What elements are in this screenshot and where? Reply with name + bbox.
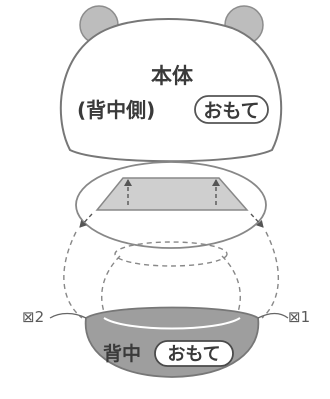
- head-label-line2-badge: おもて: [203, 100, 259, 122]
- head-label-line2-prefix: (背中側): [77, 98, 155, 122]
- arrow-left-down: [79, 213, 93, 228]
- marker-left-line: [49, 312, 87, 319]
- back-label-badge: おもて: [167, 344, 220, 365]
- dashed-seam-top: [114, 241, 228, 267]
- arrow-right-down: [250, 213, 264, 228]
- head-label-badge-outline: [194, 95, 269, 124]
- collar-trapezoid: [95, 177, 249, 211]
- dashed-seam-left-outer: [63, 231, 83, 319]
- back-label-prefix: 背中: [103, 342, 141, 365]
- dashed-seam-left-inner: [101, 255, 121, 313]
- back-label-badge-outline: [154, 340, 234, 367]
- marker-left: ⊠2: [22, 308, 44, 326]
- dashed-seam-right-inner: [221, 255, 241, 313]
- back-piece-inner-curve: [103, 317, 241, 330]
- head-label-line1: 本体: [151, 64, 194, 88]
- dashed-seam-right-outer: [261, 231, 279, 319]
- marker-right-line: [257, 312, 289, 319]
- head-piece: [59, 18, 283, 163]
- marker-right: ⊠1: [288, 308, 310, 326]
